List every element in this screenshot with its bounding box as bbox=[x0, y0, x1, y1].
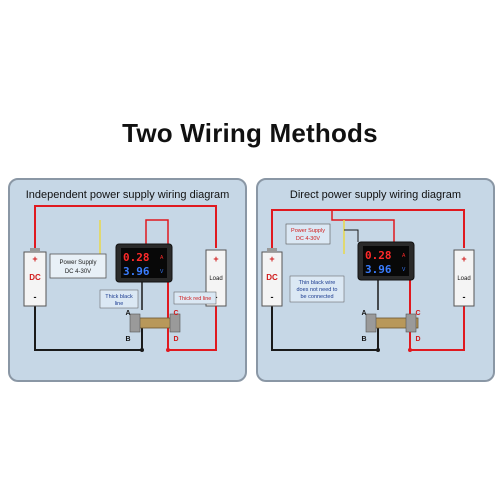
power-supply-box bbox=[285, 223, 331, 245]
battery-name-label: DC bbox=[266, 273, 278, 282]
red-wire-bottom bbox=[167, 306, 217, 351]
thin-black-note-line3: be connected bbox=[300, 294, 333, 300]
black-wire-meter bbox=[344, 229, 359, 242]
meter-screen bbox=[121, 248, 167, 278]
meter-bottom-unit: V bbox=[160, 269, 164, 275]
battery-minus-label: - bbox=[34, 292, 37, 302]
thick-red-note: Thick red line bbox=[179, 296, 212, 302]
load-name-label: Load bbox=[209, 276, 222, 282]
terminal-label-b: B bbox=[125, 336, 130, 343]
power-supply-box bbox=[49, 253, 107, 279]
independent-wiring-diagram: + DC - + Load - Power Supply DC 4-30V 0.… bbox=[23, 205, 227, 352]
terminal-label-a: A bbox=[361, 310, 366, 317]
battery-terminal bbox=[267, 248, 277, 252]
shunt-block-right bbox=[169, 313, 181, 333]
power-supply-line1: Power Supply bbox=[59, 260, 96, 266]
meter-top-unit: A bbox=[160, 255, 164, 261]
thin-black-note-line1: Thin black wire bbox=[299, 280, 336, 286]
red-wire-top bbox=[271, 209, 465, 250]
shunt-block-left bbox=[129, 313, 141, 333]
page-title: Two Wiring Methods bbox=[122, 118, 378, 148]
terminal-dot-a bbox=[140, 348, 144, 352]
power-supply-line1: Power Supply bbox=[291, 228, 325, 234]
battery-plus-label: + bbox=[269, 254, 274, 264]
panel-heading: Independent power supply wiring diagram bbox=[25, 189, 230, 201]
meter-bottom-unit: V bbox=[402, 267, 406, 273]
meter-bottom-value: 3.96 bbox=[123, 265, 150, 278]
shunt-block-right bbox=[405, 313, 417, 333]
load-body bbox=[453, 249, 475, 307]
load-plus-label: + bbox=[461, 254, 466, 264]
red-wire-meter bbox=[331, 210, 395, 246]
direct-wiring-panel: Direct power supply wiring diagram + DC … bbox=[256, 178, 495, 382]
thick-black-note-box bbox=[99, 289, 139, 309]
load-name-label: Load bbox=[457, 276, 470, 282]
load-minus-label: - bbox=[463, 292, 466, 302]
independent-wiring-panel: Independent power supply wiring diagram … bbox=[8, 178, 247, 382]
power-supply-line2: DC 4-30V bbox=[65, 269, 91, 275]
terminal-label-d: D bbox=[415, 336, 420, 343]
meter-bottom-value: 3.96 bbox=[365, 263, 392, 276]
red-wire-top bbox=[34, 205, 217, 250]
shunt-block-left bbox=[365, 313, 377, 333]
terminal-dot-a bbox=[376, 348, 380, 352]
meter-top-unit: A bbox=[402, 253, 406, 259]
thick-red-note-box bbox=[173, 291, 217, 305]
battery-terminal bbox=[30, 248, 40, 252]
thin-black-note-line2: does not need to bbox=[297, 287, 338, 293]
terminal-label-a: A bbox=[125, 310, 130, 317]
terminal-label-d: D bbox=[173, 336, 178, 343]
battery-minus-label: - bbox=[271, 292, 274, 302]
power-supply-line2: DC 4-30V bbox=[296, 236, 320, 242]
thick-black-note-line1: Thick black bbox=[105, 294, 133, 300]
battery-plus-label: + bbox=[32, 254, 37, 264]
red-wire-bottom bbox=[409, 306, 465, 351]
terminal-dot-d bbox=[408, 348, 412, 352]
meter-screen bbox=[363, 246, 409, 276]
panel-heading: Direct power supply wiring diagram bbox=[289, 189, 462, 201]
direct-wiring-diagram: + DC - + Load - Power Supply DC 4-30V 0.… bbox=[261, 209, 475, 352]
terminal-label-c: C bbox=[173, 310, 178, 317]
thick-black-note-line2: line bbox=[115, 301, 124, 307]
terminal-label-c: C bbox=[415, 310, 420, 317]
terminal-dot-d bbox=[166, 348, 170, 352]
red-wire-meter bbox=[145, 219, 169, 258]
load-plus-label: + bbox=[213, 254, 218, 264]
battery-name-label: DC bbox=[29, 273, 41, 282]
terminal-label-b: B bbox=[361, 336, 366, 343]
meter-top-value: 0.28 bbox=[365, 249, 392, 262]
meter-top-value: 0.28 bbox=[123, 251, 150, 264]
black-wire-bottom bbox=[271, 306, 379, 351]
thin-black-note-box bbox=[289, 275, 345, 303]
black-wire-bottom bbox=[34, 306, 143, 351]
